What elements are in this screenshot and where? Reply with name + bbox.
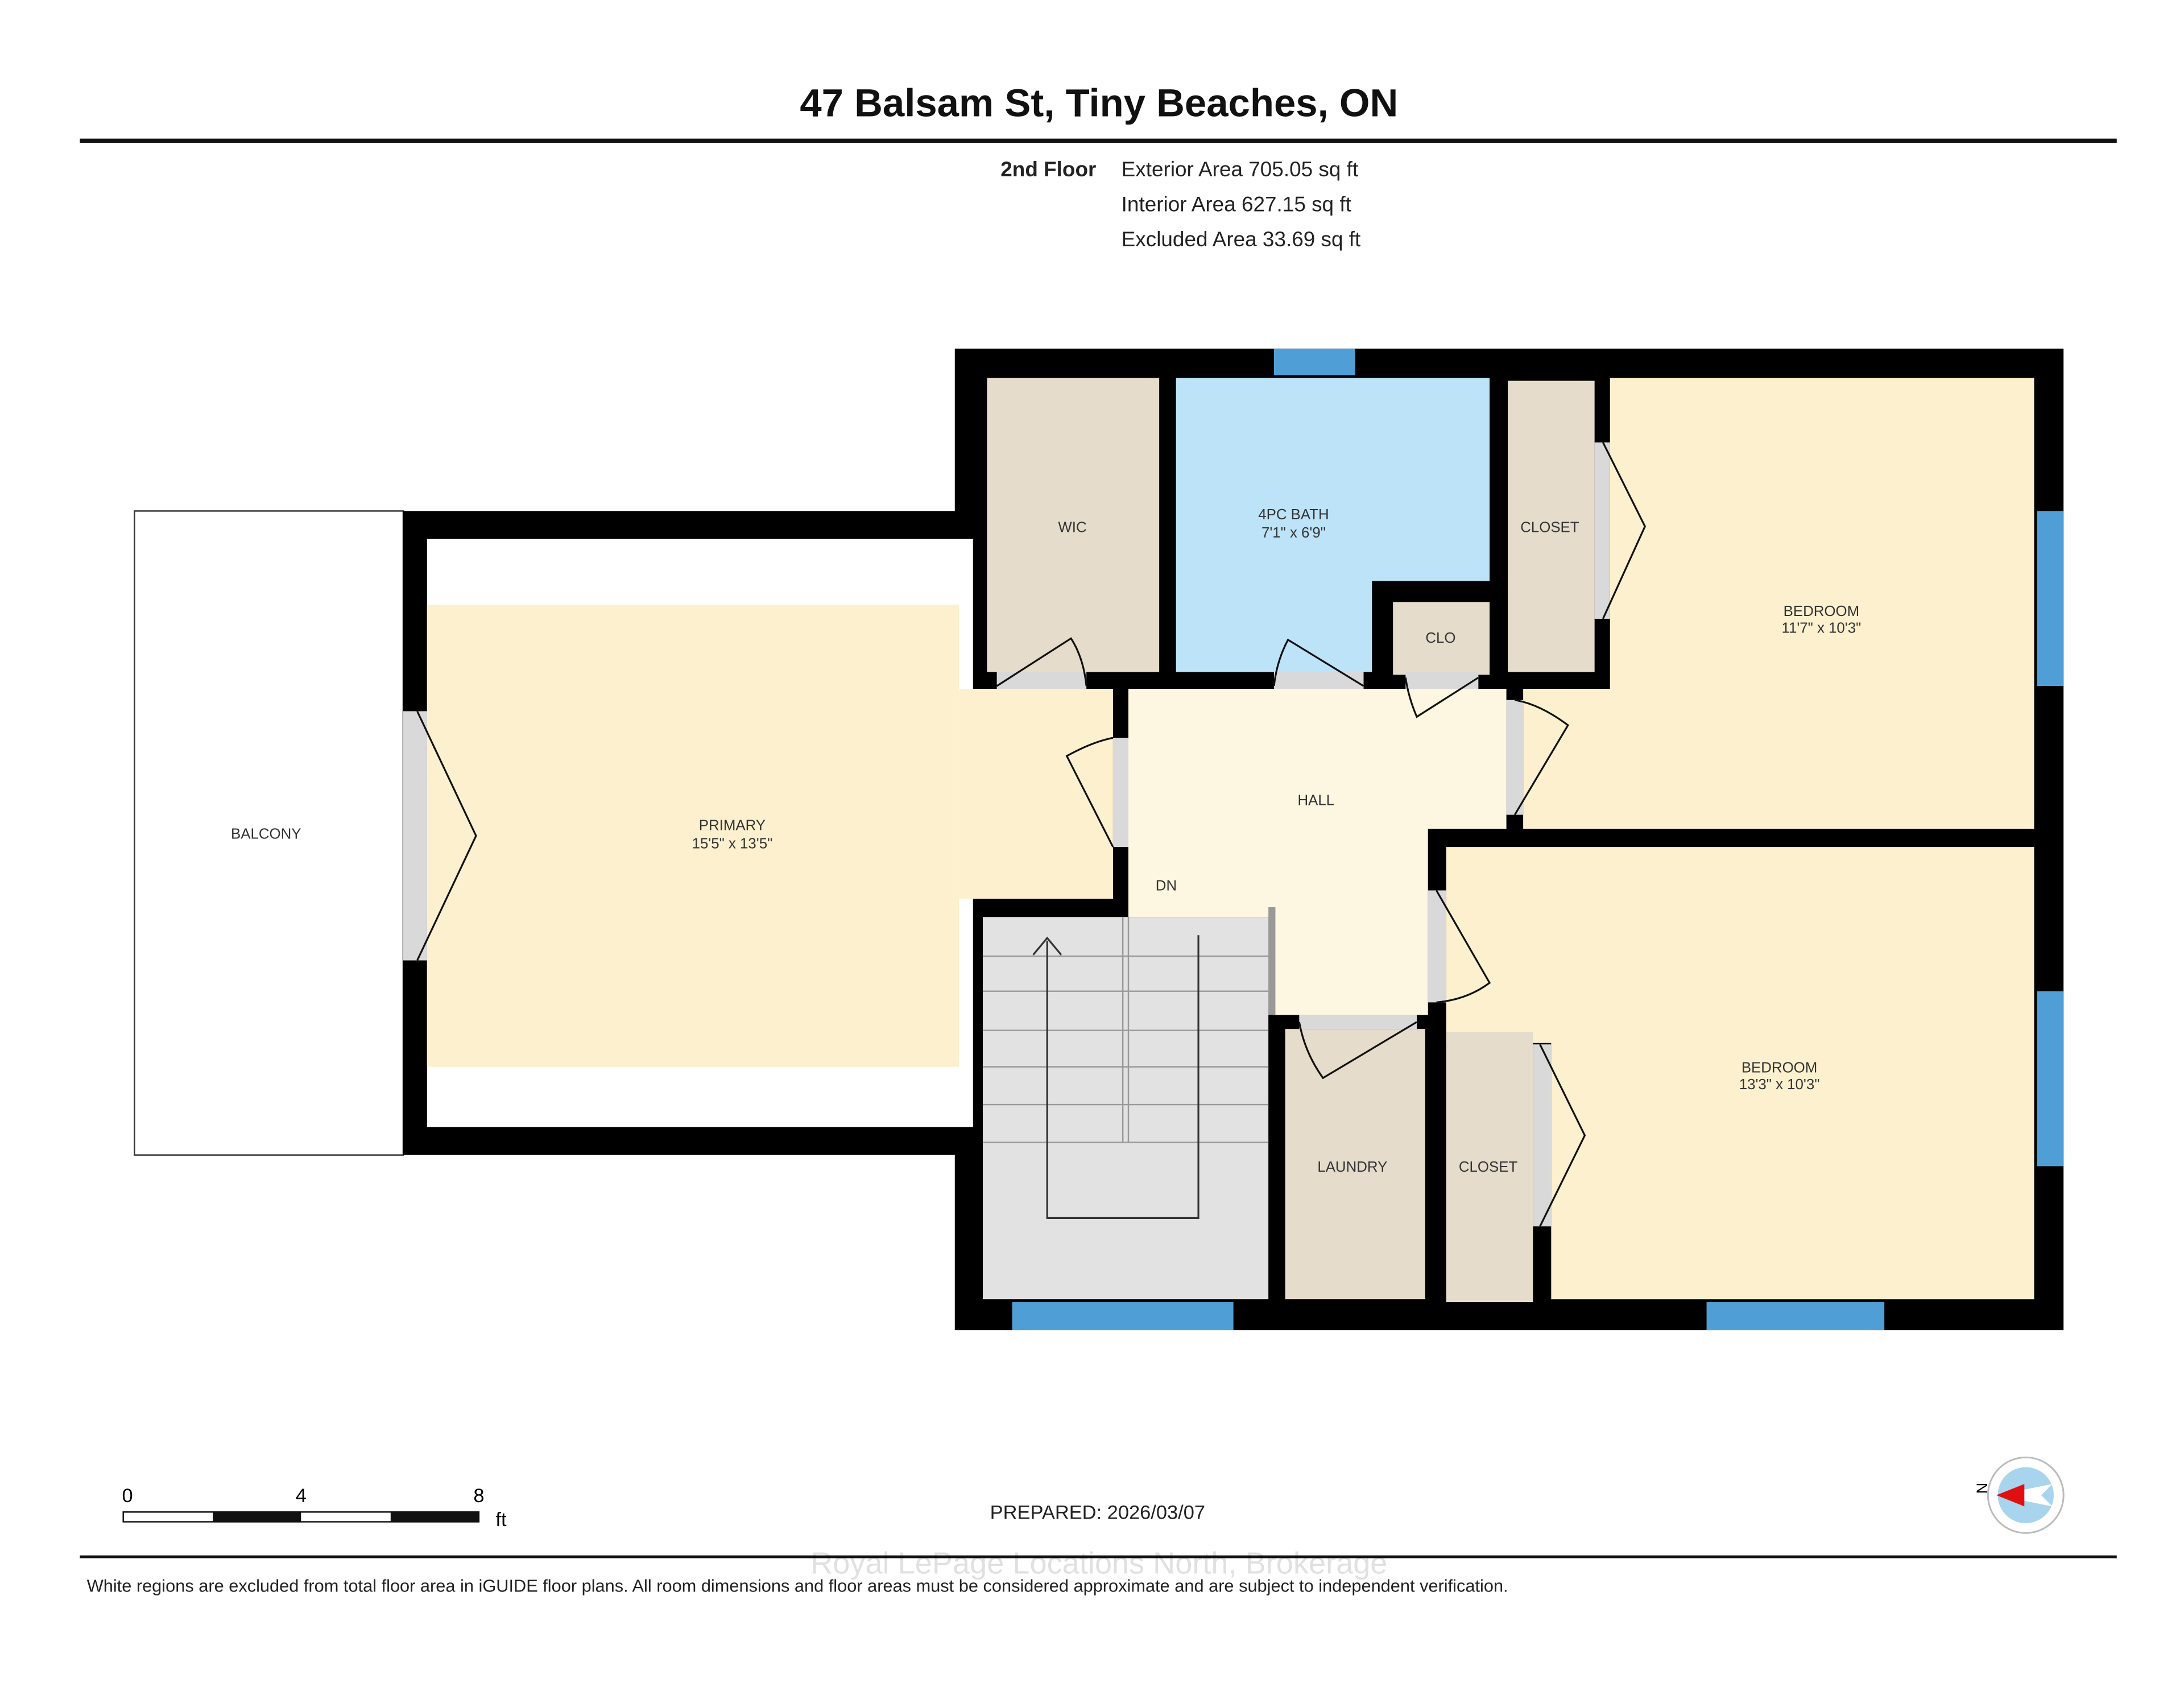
label-clo: CLO	[1425, 630, 1455, 646]
label-bedroom-2: BEDROOM	[1742, 1060, 1817, 1076]
doors[interactable]	[403, 442, 1647, 1227]
label-dn: DN	[1156, 878, 1177, 894]
dims-primary: 15'5" x 13'5"	[692, 836, 773, 852]
watermark: Royal LePage Locations North, Brokerage	[810, 1547, 1387, 1581]
room-wic[interactable]	[987, 378, 1160, 672]
label-laundry: LAUNDRY	[1317, 1159, 1387, 1175]
scale-tick-4: 4	[296, 1485, 307, 1507]
label-bath: 4PC BATH	[1258, 507, 1329, 523]
room-primary[interactable]	[427, 539, 1113, 1127]
scale-tick-8: 8	[473, 1485, 484, 1507]
dims-bath: 7'1" x 6'9"	[1261, 525, 1326, 541]
label-wic: WIC	[1058, 519, 1086, 535]
room-closet-1[interactable]	[1508, 381, 1595, 672]
room-bedroom-1[interactable]	[1523, 378, 2034, 829]
dims-bedroom-2: 13'3" x 10'3"	[1739, 1077, 1820, 1093]
disclaimer: White regions are excluded from total fl…	[87, 1576, 1508, 1596]
floor-name: 2nd Floor	[1000, 158, 1096, 181]
balcony	[134, 510, 404, 1156]
footer-divider	[80, 1555, 2117, 1558]
scale-bar: 0 4 8 ft	[122, 1485, 507, 1531]
compass-icon: N	[1974, 1456, 2065, 1534]
label-closet-2: CLOSET	[1459, 1159, 1518, 1175]
stairs-arrow-head	[1032, 936, 1062, 956]
room-laundry[interactable]	[1285, 1029, 1425, 1300]
dims-bedroom-1: 11'7" x 10'3"	[1782, 621, 1862, 636]
stairs-direction-arrow	[1046, 935, 1199, 1219]
label-balcony: BALCONY	[231, 826, 301, 842]
room-hall[interactable]	[1128, 689, 1507, 1015]
prepared-date: PREPARED: 2026/03/07	[990, 1502, 1205, 1524]
page-title: 47 Balsam St, Tiny Beaches, ON	[800, 81, 1398, 125]
room-closet-2[interactable]	[1446, 1032, 1533, 1303]
label-hall: HALL	[1298, 792, 1335, 808]
label-closet-1: CLOSET	[1520, 519, 1579, 535]
room-bedroom-2[interactable]	[1446, 847, 2034, 1300]
label-primary: PRIMARY	[699, 818, 766, 834]
interior-area: Interior Area 627.15 sq ft	[1122, 193, 1351, 216]
label-bedroom-1: BEDROOM	[1784, 603, 1859, 619]
excluded-area: Excluded Area 33.69 sq ft	[1122, 228, 1361, 251]
scale-tick-0: 0	[122, 1485, 133, 1507]
scale-unit: ft	[495, 1509, 507, 1531]
room-clo[interactable]	[1393, 602, 1490, 675]
windows	[1012, 348, 2064, 1330]
stairs[interactable]	[983, 907, 1276, 1300]
title-divider	[80, 138, 2117, 143]
exterior-area: Exterior Area 705.05 sq ft	[1122, 158, 1358, 181]
compass-north-label: N	[1974, 1483, 1991, 1494]
